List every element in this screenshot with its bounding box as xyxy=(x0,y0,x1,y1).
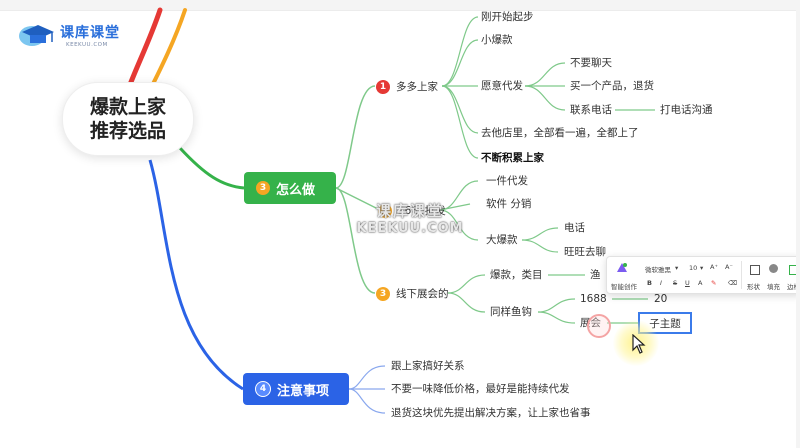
mouse-cursor-icon xyxy=(632,334,646,354)
subtopic[interactable]: 电话 xyxy=(564,222,585,234)
logo-title: 课库课堂 xyxy=(60,25,120,41)
subtopic[interactable]: 不要一味降低价格，最好是能持续代发 xyxy=(391,383,570,395)
root-line-1: 爆款上家 xyxy=(89,96,166,118)
branch-duoduo-label: 多多上家 xyxy=(396,81,438,93)
topic-how-label: 怎么做 xyxy=(276,182,316,198)
number-badge: 1 xyxy=(376,79,390,94)
format-toolbar: 智能创作 微软雅黑 ▾ 10 ▾ A⁺ A⁻ B I S U A ✎ ⌫ 形状 … xyxy=(606,256,800,294)
underline-button[interactable]: U xyxy=(685,279,690,287)
subtopic[interactable]: 愿意代发 xyxy=(481,80,523,92)
subtopic[interactable]: 不要聊天 xyxy=(570,57,612,69)
branch-1688-label: 1688批发 xyxy=(398,205,446,217)
subtopic[interactable]: 刚开始起步 xyxy=(481,11,534,23)
branch-duoduo[interactable]: 1 多多上家 xyxy=(376,79,438,94)
right-edge xyxy=(796,0,800,448)
click-indicator xyxy=(587,314,611,338)
number-badge: 2 xyxy=(378,203,392,218)
toolbar-divider xyxy=(741,261,742,289)
strikethrough-button[interactable]: S xyxy=(673,279,678,287)
fill-icon[interactable] xyxy=(769,264,778,273)
subtopic[interactable]: 联系电话 xyxy=(570,104,612,116)
subtopic[interactable]: 大爆款 xyxy=(486,234,518,246)
font-size-select[interactable]: 10 xyxy=(689,264,698,272)
chevron-down-icon[interactable]: ▾ xyxy=(675,264,679,272)
branch-exhibition[interactable]: 3 线下展会的 xyxy=(376,286,449,301)
font-color-button[interactable]: A xyxy=(698,279,703,287)
number-badge: 3 xyxy=(256,181,270,195)
topic-notes[interactable]: 4 注意事项 xyxy=(243,373,349,405)
subtopic[interactable]: 打电话沟通 xyxy=(660,104,713,116)
root-line-2: 推荐选品 xyxy=(89,120,166,142)
shape-label: 形状 xyxy=(747,283,760,291)
subtopic[interactable]: 20 xyxy=(654,293,668,305)
fill-label: 填充 xyxy=(767,283,780,291)
subtopic[interactable]: 跟上家搞好关系 xyxy=(391,360,465,372)
subtopic[interactable]: 买一个产品，退货 xyxy=(570,80,654,92)
highlighter-icon[interactable]: ✎ xyxy=(711,279,717,287)
subtopic[interactable]: 爆款，类目 xyxy=(490,269,543,281)
font-family-select[interactable]: 微软雅黑 xyxy=(645,266,671,274)
border-label: 边框 xyxy=(787,283,800,291)
eraser-icon[interactable]: ⌫ xyxy=(728,279,738,287)
shrink-font-button[interactable]: A⁻ xyxy=(725,263,733,271)
keekuu-logo: 课库课堂 KEEKUU.COM xyxy=(18,20,128,60)
subtopic[interactable]: 渔 xyxy=(590,269,601,281)
number-badge: 3 xyxy=(376,286,390,301)
root-topic[interactable]: 爆款上家 推荐选品 xyxy=(62,82,194,156)
subtopic[interactable]: 1688 xyxy=(580,293,607,305)
topic-notes-label: 注意事项 xyxy=(277,383,330,399)
subtopic[interactable]: 软件 分销 xyxy=(486,198,532,210)
subtopic[interactable]: 去他店里，全部看一遍，全都上了 xyxy=(481,127,639,139)
window-top-edge xyxy=(0,0,800,11)
branch-1688[interactable]: 2 1688批发 xyxy=(378,203,446,218)
bold-button[interactable]: B xyxy=(647,279,652,287)
branch-exhibition-label: 线下展会的 xyxy=(396,288,449,300)
graduation-cap-icon xyxy=(19,25,54,46)
subtopic[interactable]: 同样鱼钩 xyxy=(490,306,532,318)
grow-font-button[interactable]: A⁺ xyxy=(710,263,718,271)
ai-create-label: 智能创作 xyxy=(611,283,637,291)
subtopic[interactable]: 旺旺去聊 xyxy=(564,246,606,258)
chevron-down-icon[interactable]: ▾ xyxy=(700,264,704,272)
subtopic[interactable]: 不断积累上家 xyxy=(481,152,544,164)
topic-how-to[interactable]: 3 怎么做 xyxy=(244,172,336,204)
logo-subtitle: KEEKUU.COM xyxy=(66,42,108,48)
number-badge: 4 xyxy=(255,381,271,397)
subtopic[interactable]: 一件代发 xyxy=(486,175,528,187)
italic-button[interactable]: I xyxy=(660,279,662,287)
subtopic[interactable]: 小爆款 xyxy=(481,34,513,46)
subtopic[interactable]: 退货这块优先提出解决方案，让上家也省事 xyxy=(391,407,591,419)
shape-icon[interactable] xyxy=(750,265,760,275)
ai-create-icon[interactable] xyxy=(615,261,629,275)
